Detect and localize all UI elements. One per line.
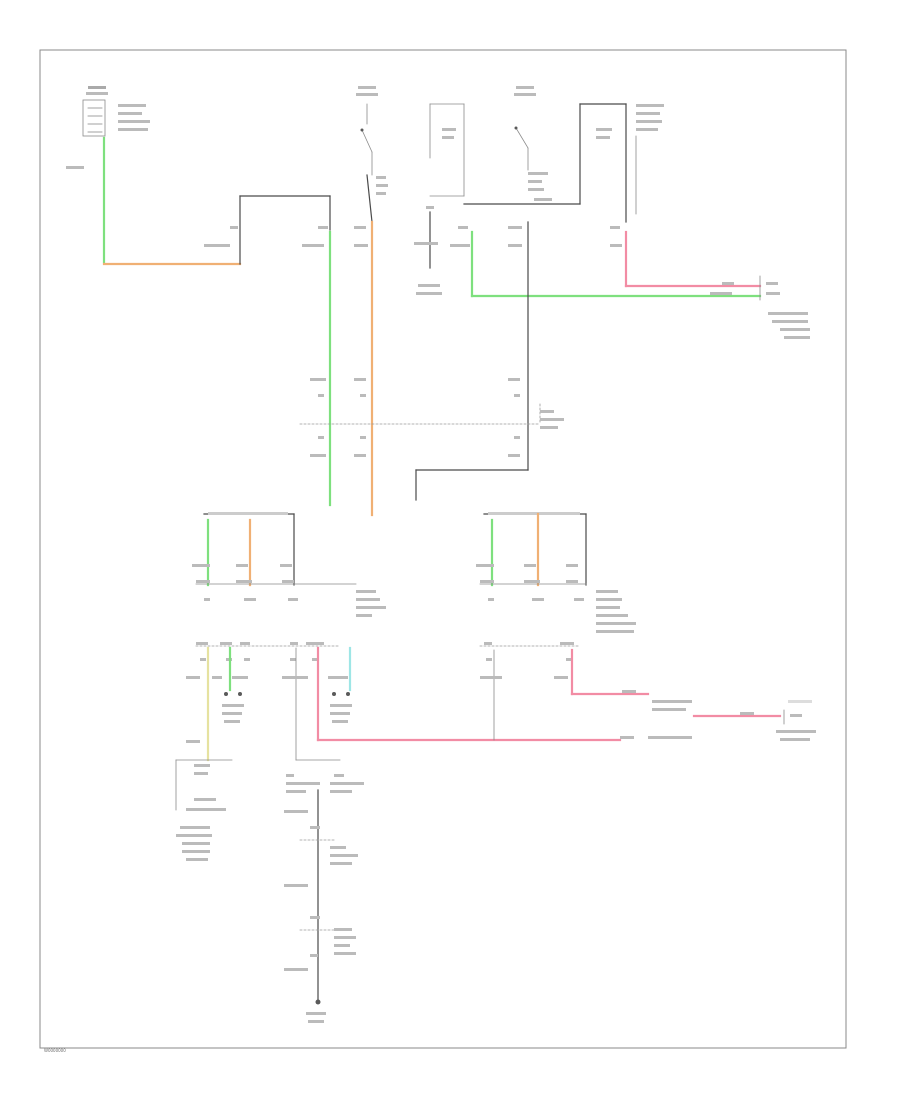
ignition-fuse-switch <box>356 86 388 223</box>
lower-left-connector <box>175 642 352 861</box>
left-control-module <box>192 512 386 617</box>
diagram-frame <box>39 49 847 1049</box>
top-connector-labels <box>302 226 622 247</box>
ground-path <box>284 759 364 1023</box>
relay-block-center <box>414 103 465 295</box>
right-control-module <box>476 512 636 633</box>
top-left-fuse-block <box>66 86 150 169</box>
mid-connector-block <box>299 378 564 457</box>
lower-right-connector <box>479 642 816 741</box>
relay-block-right <box>463 86 664 223</box>
diagram-id-label: W0000000 <box>44 1048 66 1053</box>
